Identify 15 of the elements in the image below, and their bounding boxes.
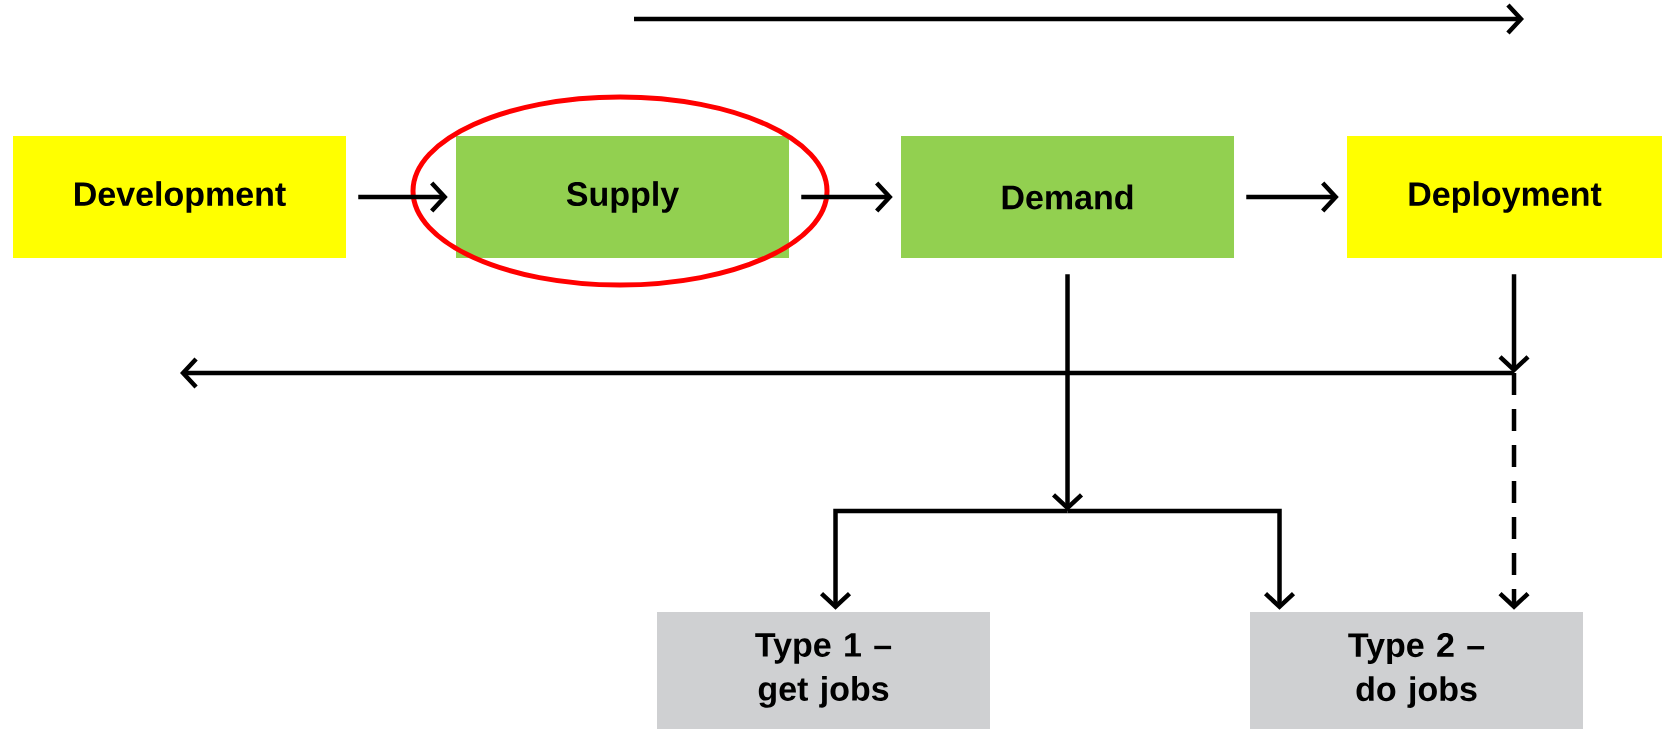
process-box: Type 2 – do jobs <box>1250 612 1583 729</box>
arrow <box>1067 508 1296 610</box>
arrow <box>819 508 1068 610</box>
dashed-arrow <box>1498 373 1530 610</box>
arrow <box>1052 274 1084 511</box>
arrow <box>801 181 893 213</box>
arrow <box>1246 181 1339 213</box>
arrow <box>180 357 1514 389</box>
process-box: Demand <box>901 136 1234 258</box>
process-box: Deployment <box>1347 136 1662 258</box>
process-box: Supply <box>456 136 789 258</box>
process-box: Development <box>13 136 346 258</box>
arrow <box>358 181 448 213</box>
process-box: Type 1 – get jobs <box>657 612 990 729</box>
arrow <box>1498 274 1530 373</box>
